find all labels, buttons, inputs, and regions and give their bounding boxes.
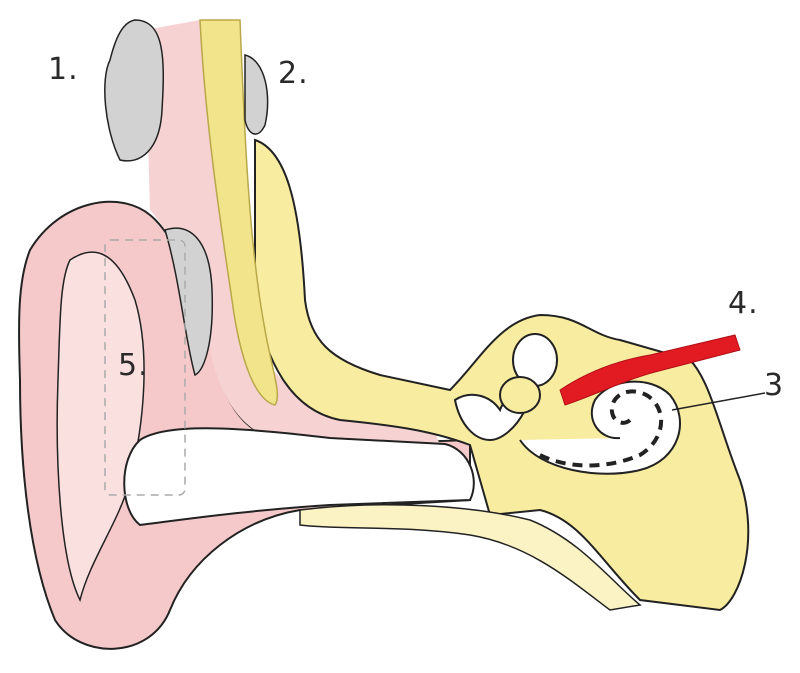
label-4: 4.: [728, 286, 759, 321]
label-5: 5.: [118, 348, 149, 383]
cartilage-1: [105, 20, 163, 161]
label-3: 3: [764, 368, 784, 403]
label-1: 1.: [48, 52, 79, 87]
vestibule: [500, 377, 540, 413]
cartilage-2: [245, 55, 268, 134]
label-2: 2.: [278, 56, 309, 91]
